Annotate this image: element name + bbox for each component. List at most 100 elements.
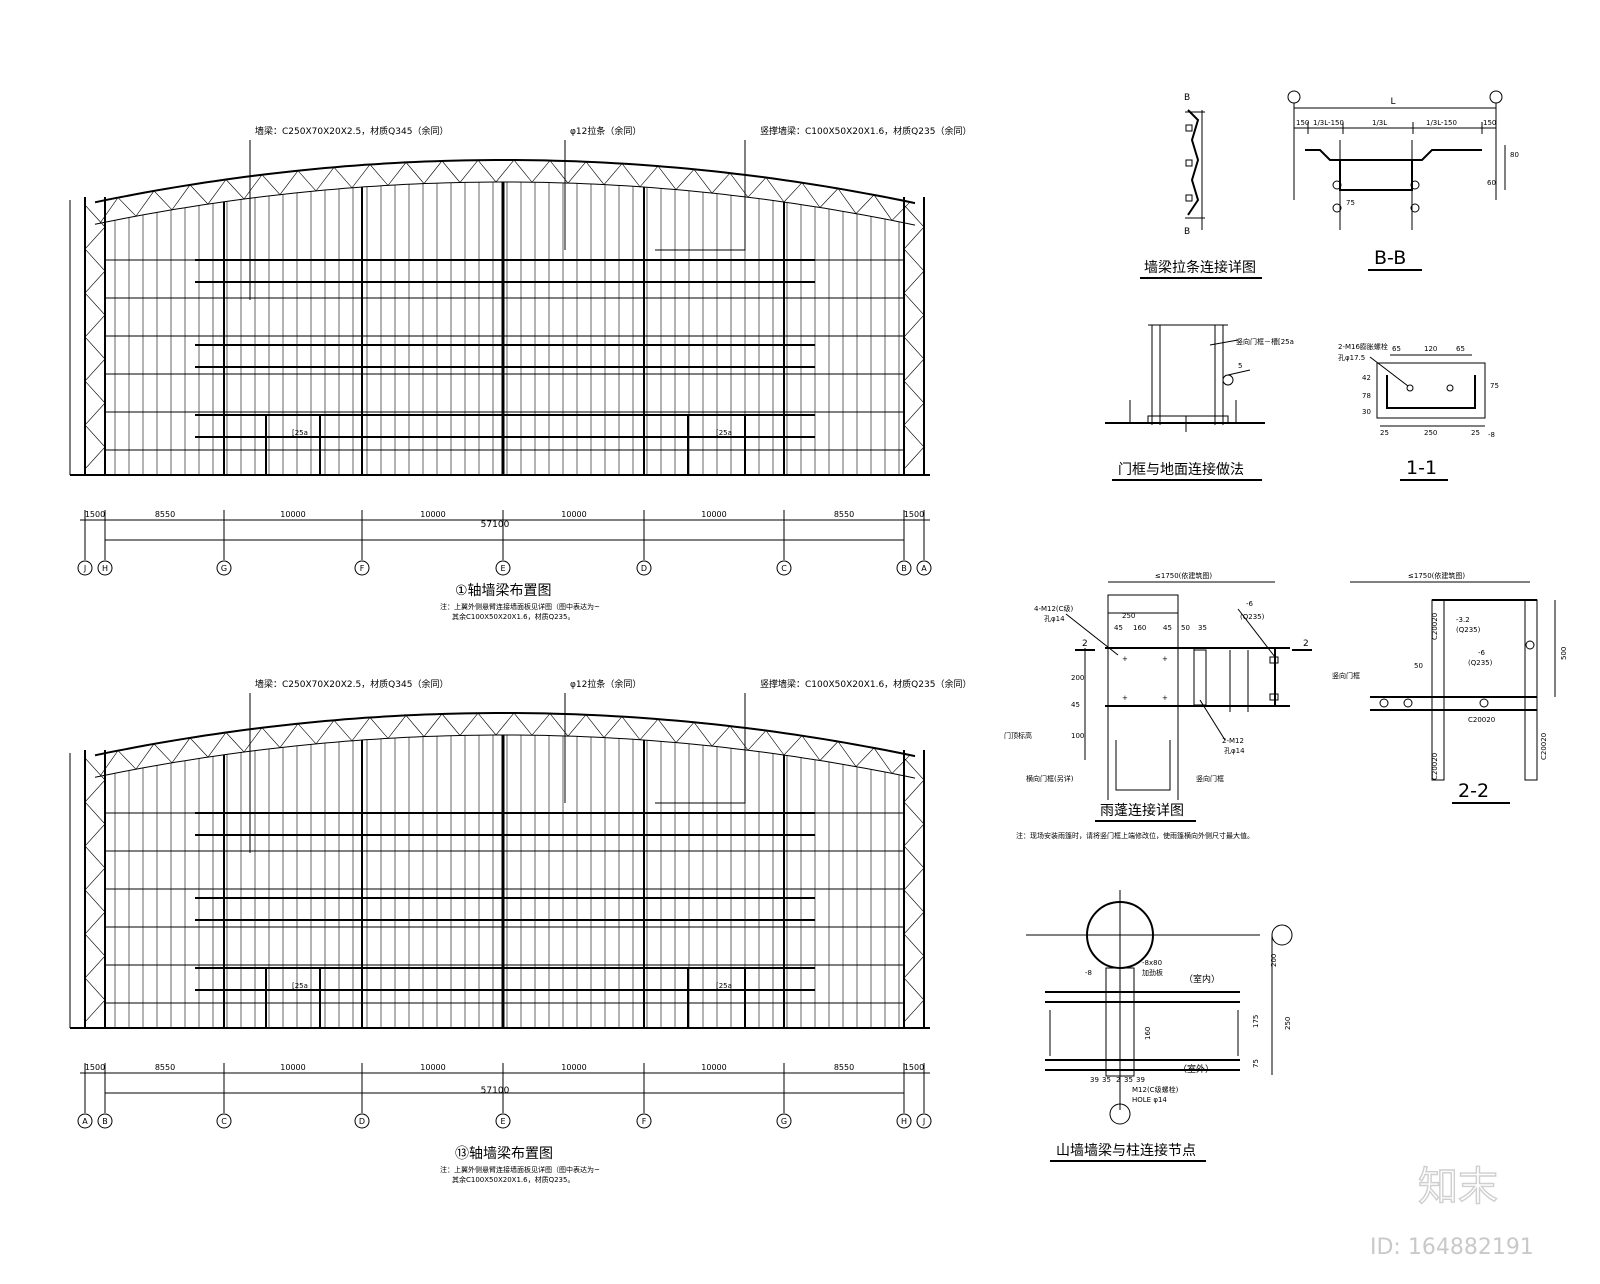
axis-bubble-elevation_bottom-6	[776, 1113, 792, 1129]
gable-v-175: 175	[1252, 1015, 1260, 1028]
axis-bubble-elevation_bottom-5	[636, 1113, 652, 1129]
dim-elevation_bottom-0: 1500	[85, 1063, 105, 1072]
canopy-dim-250: 250	[1122, 612, 1135, 620]
dim-elevation_bottom-5: 10000	[701, 1063, 726, 1072]
canopy-plate-mat: (Q235)	[1240, 613, 1265, 621]
axis-bubble-elevation_bottom-4	[495, 1113, 511, 1129]
dim-elevation_top-4: 10000	[561, 510, 586, 519]
d22-plate2: -6	[1478, 649, 1486, 657]
detail-gable: 200 175 250 75 160 -8 -8x80 加劲板 （室内） （室外…	[1026, 890, 1293, 1162]
bb-side-60: 60	[1487, 179, 1496, 187]
d11-top-3: 65	[1456, 345, 1465, 353]
label-tie-top: φ12拉条（余同）	[570, 125, 641, 137]
axis-bubble-elevation_bottom-1	[97, 1113, 113, 1129]
dim-elevation_bottom-1: 8550	[155, 1063, 175, 1072]
axis-bubble-elevation_top-4	[495, 560, 511, 576]
d11-bot-2: 250	[1424, 429, 1437, 437]
axis-bubble-elevation_top-0	[77, 560, 93, 576]
axis-label-elevation_top-3: F	[360, 564, 365, 573]
label-vertical-top: 竖撑墙梁：C100X50X20X1.6，材质Q235（余同）	[760, 125, 971, 137]
total-dim-bottom: 57100	[481, 1086, 510, 1096]
axis-bubble-elevation_top-1	[97, 560, 113, 576]
axis-bubble-elevation_top-7	[896, 560, 912, 576]
axis-bubble-elevation_bottom-0	[77, 1113, 93, 1129]
gable-outdoor: （室外）	[1178, 1063, 1214, 1075]
door-ground-label: 竖向门框－槽[25a	[1236, 337, 1294, 346]
canopy-v-200: 200	[1071, 674, 1084, 682]
elevation-top-title: ①轴墙梁布置图	[455, 583, 552, 599]
watermark-id: ID: 164882191	[1370, 1235, 1534, 1260]
d22-c4: C20020	[1540, 733, 1548, 760]
d22-c2: C20020	[1431, 753, 1439, 780]
door-label-elevation_top-0: [25a	[292, 429, 308, 437]
dim-elevation_top-6: 8550	[834, 510, 854, 519]
gable-indoor: （室内）	[1184, 973, 1220, 985]
axis-label-elevation_bottom-7: H	[901, 1117, 907, 1126]
elevation-bottom-note-1: 注：上翼外侧悬臂连接墙面板见详图（图中表达为~	[440, 1165, 600, 1174]
canopy-v-100: 100	[1071, 732, 1084, 740]
canopy-note: 注：现场安装雨篷时，请将竖门框上端修改位，使雨篷横向外侧尺寸最大值。	[1016, 831, 1254, 840]
detail-bb-title: B-B	[1374, 247, 1406, 269]
d11-top-1: 65	[1392, 345, 1401, 353]
d11-plate: -8	[1488, 431, 1495, 439]
total-dim-top: 57100	[481, 520, 510, 530]
d11-right: 75	[1490, 382, 1499, 390]
axis-label-elevation_bottom-1: B	[102, 1117, 108, 1126]
label-tie-bottom: φ12拉条（余同）	[570, 678, 641, 690]
gable-plate: -8	[1085, 969, 1092, 977]
door-ground-weld: 5	[1238, 362, 1242, 370]
label-vertical-bottom: 竖撑墙梁：C100X50X20X1.6，材质Q235（余同）	[760, 678, 971, 690]
canopy-dim-45a: 45	[1114, 624, 1123, 632]
canopy-hole: 孔φ14	[1044, 615, 1065, 623]
axis-bubble-elevation_top-3	[354, 560, 370, 576]
detail-door-ground: 竖向门框－槽[25a 5 门框与地面连接做法	[1105, 324, 1294, 481]
bb-dim-5: 150	[1483, 119, 1496, 127]
elevation-top-note-2: 其余C100X50X20X1.6，材质Q235。	[452, 612, 574, 621]
label-wall-beam-top: 墙梁：C250X70X20X2.5，材质Q345（余同）	[255, 125, 448, 137]
d11-left-2: 78	[1362, 392, 1371, 400]
axis-label-elevation_bottom-6: G	[781, 1117, 787, 1126]
dim-elevation_top-0: 1500	[85, 510, 105, 519]
gable-small-3: 2	[1116, 1076, 1120, 1084]
d22-plate1: -3.2	[1456, 616, 1470, 624]
d22-top-dim: ≤1750(依建筑图)	[1408, 571, 1465, 580]
label-wall-beam-bottom: 墙梁：C250X70X20X2.5，材质Q345（余同）	[255, 678, 448, 690]
canopy-bolt-mark-4: +	[1162, 694, 1168, 702]
d11-hole: 孔φ17.5	[1338, 354, 1365, 362]
detail-door-ground-title: 门框与地面连接做法	[1118, 461, 1244, 478]
axis-bubble-elevation_bottom-8	[916, 1113, 932, 1129]
d22-right-dim: 500	[1560, 647, 1568, 660]
canopy-dim-35: 35	[1198, 624, 1207, 632]
bb-dim-3: 1/3L	[1372, 119, 1387, 127]
dim-elevation_top-7: 1500	[904, 510, 924, 519]
d11-left-1: 42	[1362, 374, 1371, 382]
gable-small-5: 39	[1136, 1076, 1145, 1084]
elevation-bottom-title: ⑬轴墙梁布置图	[455, 1146, 553, 1162]
bb-dim-2: 1/3L-150	[1313, 119, 1344, 127]
bb-small: 75	[1346, 199, 1355, 207]
gable-v-250: 250	[1284, 1017, 1292, 1030]
axis-label-elevation_top-2: G	[221, 564, 227, 573]
detail-tie-title: 墙梁拉条连接详图	[1144, 259, 1256, 276]
canopy-cut-right: 2	[1303, 639, 1309, 649]
door-label-elevation_bottom-1: [25a	[716, 982, 732, 990]
axis-bubble-elevation_top-2	[216, 560, 232, 576]
gable-hole: HOLE φ14	[1132, 1096, 1167, 1104]
gable-small-2: 35	[1102, 1076, 1111, 1084]
axis-bubble-elevation_bottom-2	[216, 1113, 232, 1129]
axis-label-elevation_top-6: C	[781, 564, 787, 573]
axis-label-elevation_bottom-0: A	[82, 1117, 88, 1126]
d11-bolt: 2-M16膨胀螺栓	[1338, 342, 1388, 351]
d11-bot-1: 25	[1380, 429, 1389, 437]
dim-elevation_bottom-7: 1500	[904, 1063, 924, 1072]
canopy-bolt2: 2-M12	[1222, 737, 1244, 745]
detail-11: 65 120 65 2-M16膨胀螺栓 孔φ17.5 25 250 25 42 …	[1338, 342, 1499, 481]
dim-elevation_bottom-4: 10000	[561, 1063, 586, 1072]
d22-c3: C20020	[1468, 716, 1495, 724]
axis-label-elevation_top-7: B	[901, 564, 907, 573]
canopy-dim-160: 160	[1133, 624, 1146, 632]
axis-bubble-elevation_top-5	[636, 560, 652, 576]
gable-v-75: 75	[1252, 1059, 1260, 1068]
